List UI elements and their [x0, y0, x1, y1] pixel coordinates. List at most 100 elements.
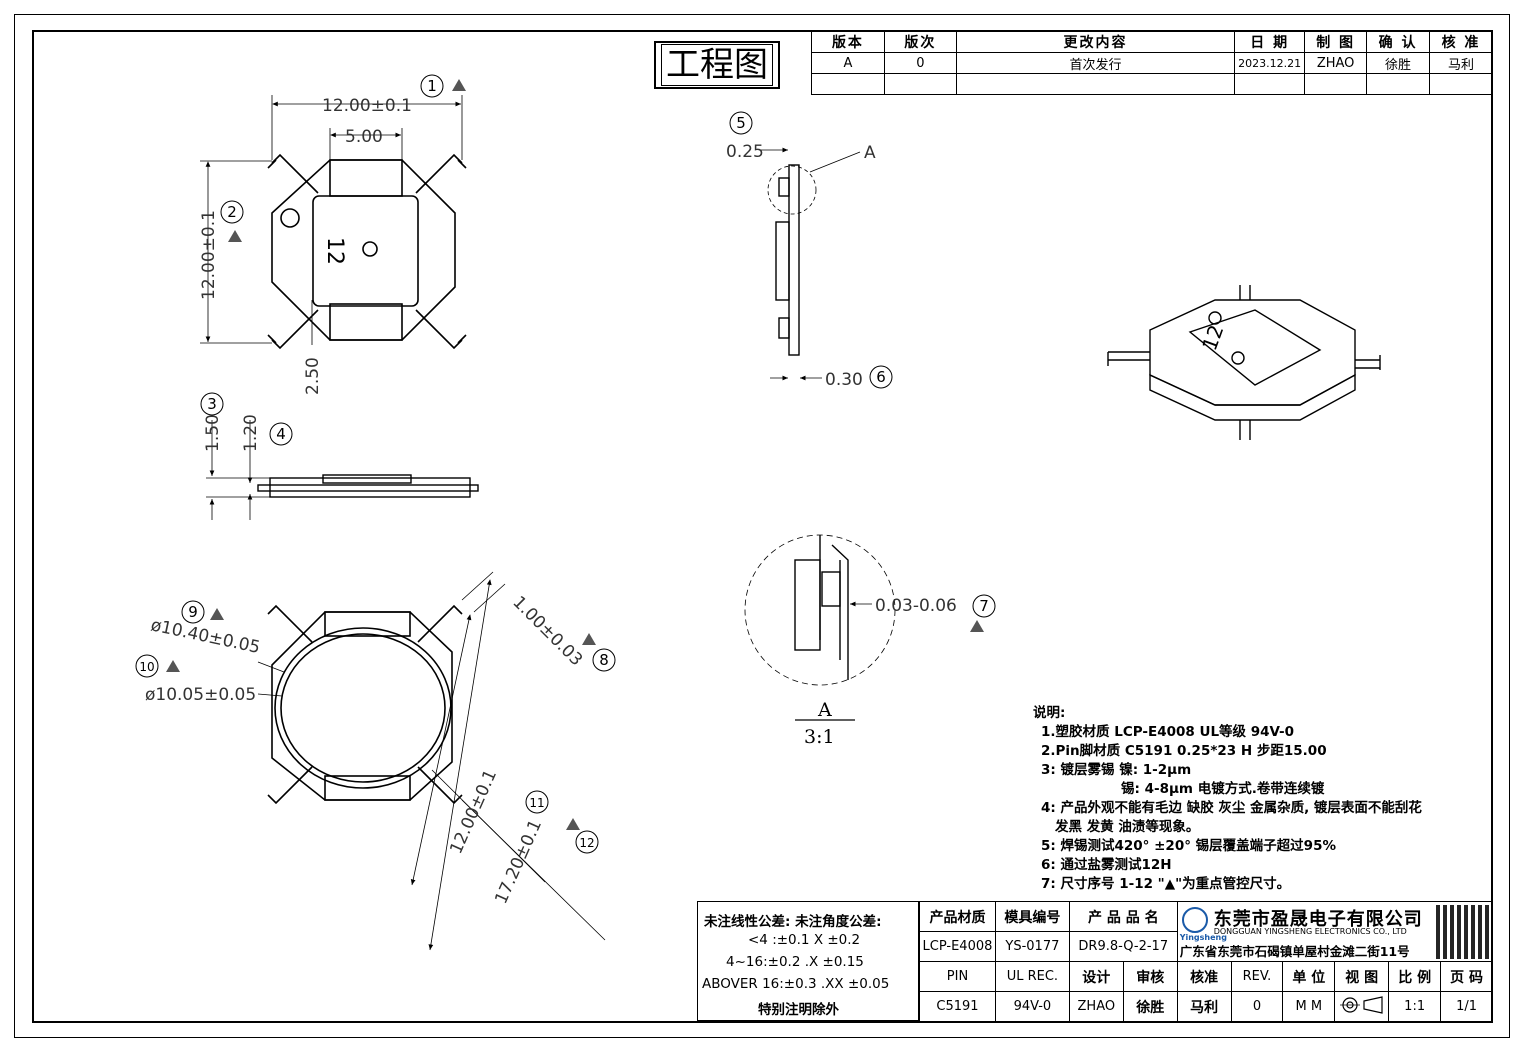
drawing-sheet-border — [14, 14, 1510, 1038]
rev-header-drawn: 制 图 — [1304, 31, 1368, 53]
callout-5-label: 5 — [736, 114, 746, 132]
bottom-view-body-outline — [271, 611, 453, 801]
callout-5 — [729, 111, 753, 135]
iso-pin-left — [1107, 351, 1150, 366]
dim-side-h2: 1.20 — [241, 414, 261, 452]
callout-8-label: 8 — [599, 651, 609, 669]
isometric-view — [1107, 285, 1381, 440]
detail-a-title: A — [817, 699, 832, 721]
label-mold-no: 模具编号 — [994, 901, 1070, 932]
value-pin: C5191 — [919, 991, 996, 1022]
value-page: 1/1 — [1440, 991, 1493, 1022]
iso-pin-bottom — [1239, 420, 1251, 440]
detail-a-leader — [809, 151, 861, 173]
iso-pin-right — [1355, 355, 1381, 370]
callout-1 — [420, 74, 444, 98]
tolerance-footer: 特别注明除外 — [758, 1002, 839, 1018]
revision-table: 版本 版次 更改内容 日 期 制 图 确 认 核 准 A 0 首次发行 2023… — [811, 31, 1493, 95]
rev-approve: 马利 — [1429, 52, 1493, 74]
dim-top-width: 12.00±0.1 — [322, 96, 412, 116]
profile-view-lower-block — [778, 317, 790, 339]
value-design: ZHAO — [1068, 991, 1124, 1022]
rev-confirm: 徐胜 — [1366, 52, 1431, 74]
dim-pin-gap: 1.00±0.03 — [508, 592, 586, 670]
company-logo-icon — [1181, 906, 1208, 933]
key-marker-1 — [452, 79, 466, 91]
value-material: LCP-E4008 — [919, 931, 996, 962]
note-2: 2.Pin脚材质 C5191 0.25*23 H 步距15.00 — [1041, 743, 1327, 759]
detail-a-pin-profile — [819, 535, 849, 680]
company-address: 广东省东莞市石碣镇单屋村金滩二街11号 — [1179, 943, 1410, 959]
dim-pin-span: 17.20±0.1 — [491, 817, 546, 907]
value-unit: M M — [1282, 991, 1336, 1022]
bottom-view — [257, 571, 606, 951]
dim-ext — [461, 571, 494, 601]
callout-3-label: 3 — [207, 395, 217, 413]
value-scale: 1:1 — [1388, 991, 1442, 1022]
callout-8 — [592, 648, 616, 672]
callouts — [135, 74, 996, 854]
note-3b: 锡: 4-8μm 电镀方式.卷带连续镀 — [1121, 781, 1325, 797]
company-brand: Yingsheng — [1179, 932, 1227, 942]
label-rev: REV. — [1230, 961, 1284, 992]
dim-top-inner: 5.00 — [345, 127, 383, 147]
company-block: Yingsheng 东莞市盈晟电子有限公司 DONGGUAN YINGSHENG… — [1178, 903, 1492, 961]
top-view-part-mark: 12 — [322, 237, 347, 265]
callout-6 — [869, 365, 893, 389]
tolerance-line-3: ABOVER 16:±0.3 .XX ±0.05 — [702, 976, 890, 992]
top-view-mark-hole — [280, 208, 300, 228]
callout-7-label: 7 — [979, 597, 989, 615]
callout-10-label: 10 — [139, 660, 154, 674]
bottom-view-pin-tr — [417, 604, 463, 643]
label-pin: PIN — [919, 961, 996, 992]
key-marker-8 — [582, 633, 596, 645]
detail-a-label: A — [864, 143, 876, 163]
label-approve: 核准 — [1176, 961, 1232, 992]
callout-2 — [220, 200, 244, 224]
rev-empty — [811, 73, 885, 95]
dim-side-h1: 1.50 — [203, 414, 223, 452]
detail-a-scale: 3:1 — [804, 726, 835, 748]
dim-top-offset: 2.50 — [303, 357, 323, 395]
top-view-pin-bl — [267, 309, 319, 350]
rev-date: 2023.12.21 — [1234, 52, 1306, 74]
drawing-title-box: 工程图 — [654, 41, 780, 89]
dim-ext — [473, 583, 506, 613]
label-unit: 单 位 — [1282, 961, 1336, 992]
rev-empty — [1429, 73, 1493, 95]
callout-11-label: 11 — [529, 796, 544, 810]
top-view — [200, 95, 467, 350]
projection-symbol-icon — [1339, 995, 1383, 1014]
label-product-name: 产 品 品 名 — [1068, 901, 1178, 932]
top-view-terminal-bottom — [329, 303, 403, 341]
rev-empty — [955, 73, 1236, 95]
label-page: 页 码 — [1440, 961, 1493, 992]
value-rev: 0 — [1230, 991, 1284, 1022]
note-5: 5: 焊锡测试420° ±20° 锡层覆盖端子超过95% — [1041, 838, 1336, 854]
detail-a-block — [821, 571, 841, 607]
iso-hole — [1208, 311, 1222, 325]
rev-empty — [1304, 73, 1368, 95]
side-view-body — [269, 477, 471, 498]
notes-block: 说明: 1.塑胶材质 LCP-E4008 UL等级 94V-0 2.Pin脚材质… — [1033, 704, 1422, 894]
callout-3 — [200, 392, 224, 416]
iso-body-side — [1149, 373, 1356, 421]
note-1: 1.塑胶材质 LCP-E4008 UL等级 94V-0 — [1041, 724, 1294, 740]
callout-4-label: 4 — [276, 425, 286, 443]
rev-header-approve: 核 准 — [1429, 31, 1493, 53]
value-mold-no: YS-0177 — [994, 931, 1070, 962]
profile-view-upper-block — [778, 177, 790, 197]
top-view-pin-tl — [267, 153, 319, 194]
top-view-terminal-top — [329, 159, 403, 197]
callout-11 — [525, 790, 549, 814]
detail-a-body — [794, 559, 821, 651]
detail-a-circle — [767, 165, 817, 215]
profile-view-body — [775, 221, 790, 301]
profile-view-pin — [788, 164, 800, 356]
dim-pin-thickness: 0.25 — [726, 142, 764, 162]
callout-6-label: 6 — [876, 368, 886, 386]
notes-heading: 说明: — [1033, 705, 1066, 721]
key-marker-10 — [166, 660, 180, 672]
value-approve: 马利 — [1176, 991, 1232, 1022]
callout-12-label: 12 — [579, 836, 594, 850]
